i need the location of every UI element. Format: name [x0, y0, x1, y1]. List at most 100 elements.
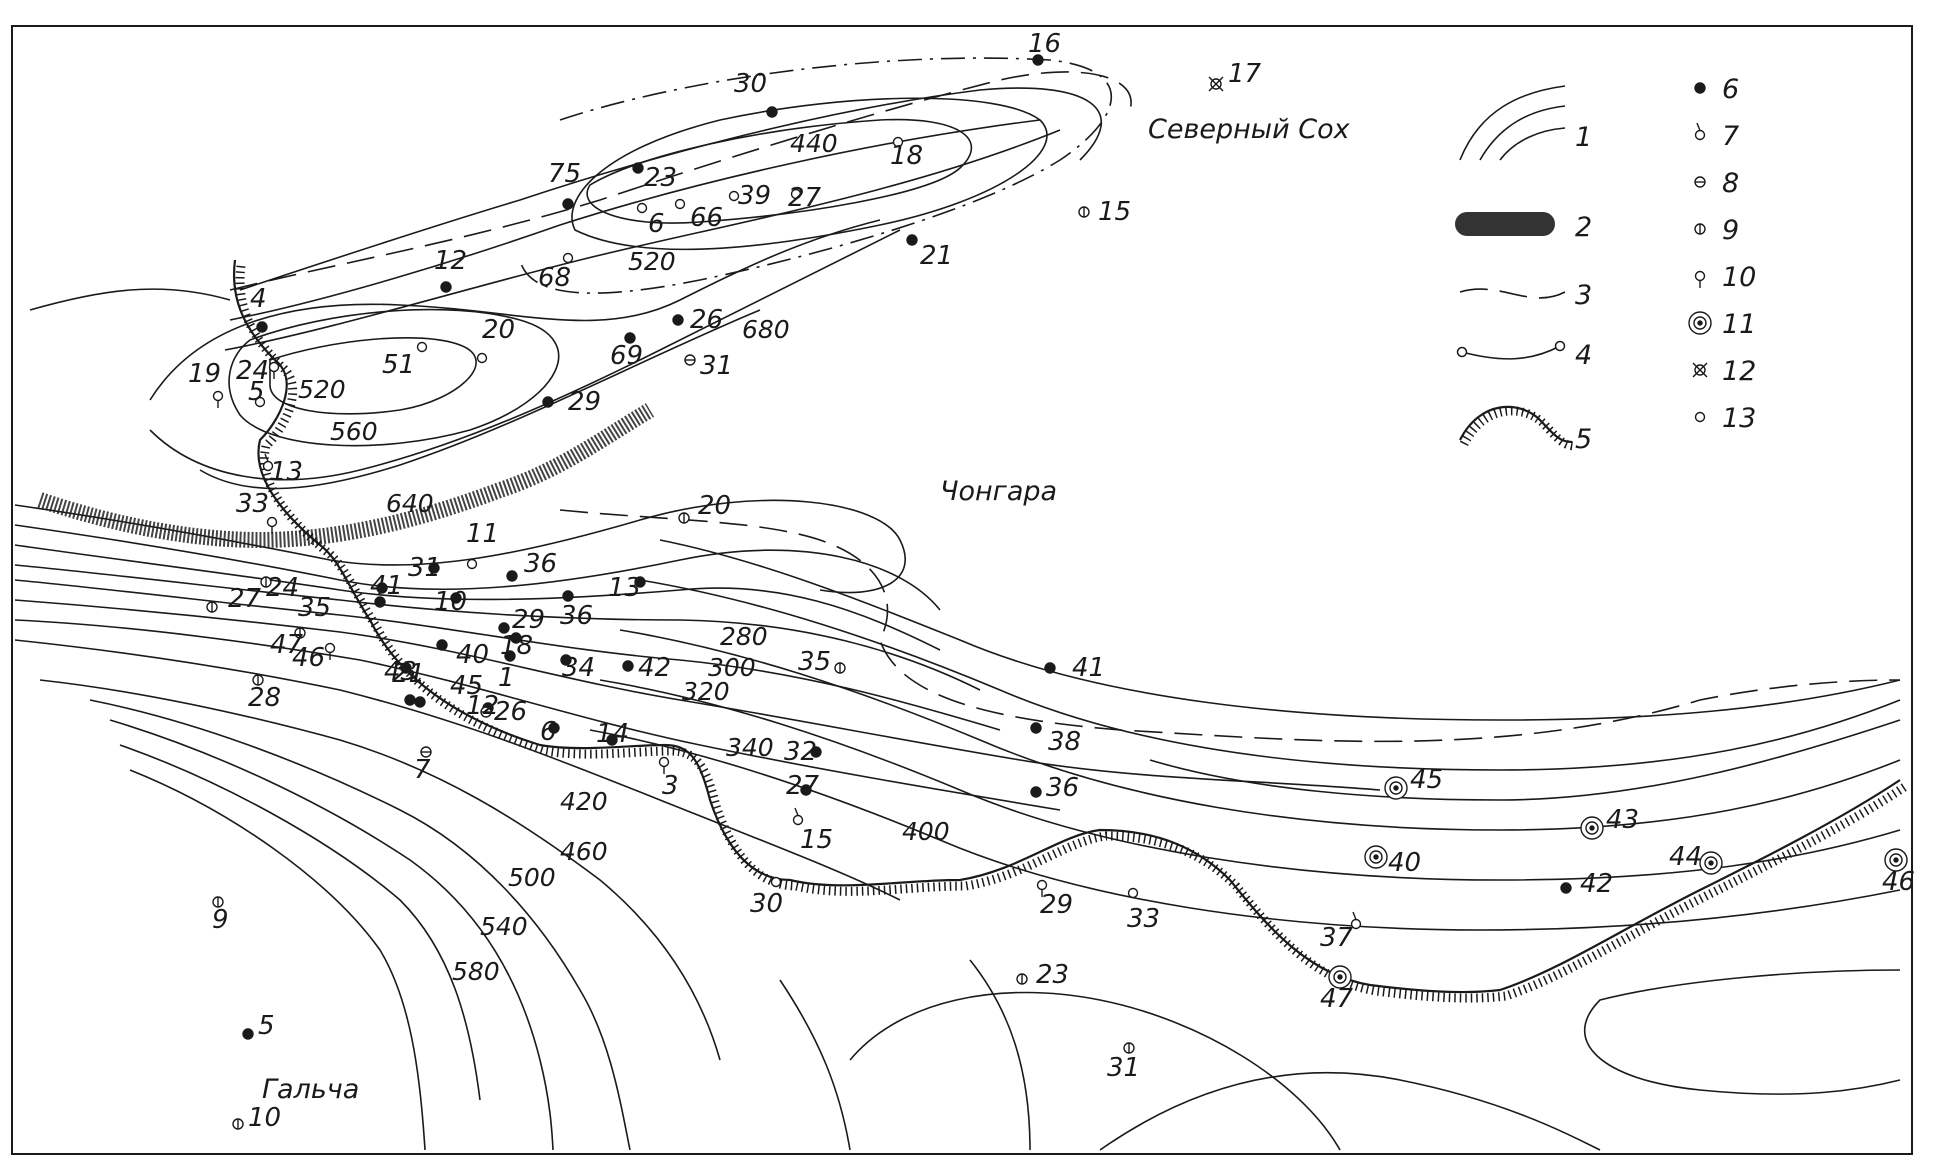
legend-symbol-label: 10 — [1722, 262, 1756, 293]
well-symbol — [268, 361, 280, 379]
well-label: 75 — [548, 159, 581, 189]
well-label: 36 — [524, 549, 557, 579]
legend-label-4: 4 — [1575, 340, 1592, 371]
well-symbol — [810, 746, 822, 758]
well-symbol — [266, 516, 278, 534]
well-label: 28 — [248, 683, 281, 713]
isoline-label: 500 — [508, 863, 556, 892]
well-label: 43 — [384, 657, 417, 687]
well-label: 38 — [1048, 727, 1081, 757]
well-label: 36 — [1046, 773, 1079, 803]
well-symbol — [212, 896, 224, 908]
well-symbol — [906, 234, 918, 246]
well-label: 26 — [494, 697, 527, 727]
isoline-label: 320 — [682, 677, 730, 706]
isoline-label: 300 — [708, 653, 756, 682]
well-symbol — [466, 558, 478, 570]
well-label: 5 — [258, 1011, 275, 1041]
isoline-label: 580 — [452, 957, 500, 986]
well-label: 7 — [414, 755, 431, 785]
place-name-south: Гальча — [262, 1074, 359, 1105]
legend-symbol — [1694, 176, 1706, 188]
isoline-label: 280 — [720, 622, 768, 651]
well-label: 3 — [662, 771, 679, 801]
well-symbol — [562, 252, 574, 264]
well-symbol — [252, 674, 264, 686]
well-label: 45 — [1410, 765, 1443, 795]
well-symbol — [1560, 882, 1572, 894]
well-symbol — [1032, 54, 1044, 66]
well-symbol — [800, 784, 812, 796]
well-label: 51 — [382, 350, 415, 380]
well-label: 43 — [1606, 805, 1639, 835]
well-symbol — [1384, 776, 1408, 800]
isoline-label: 340 — [726, 733, 774, 762]
well-symbol — [450, 592, 462, 604]
well-label: 18 — [890, 141, 923, 171]
well-label: 13 — [608, 573, 641, 603]
well-label: 4 — [250, 284, 267, 314]
well-symbol — [1127, 887, 1139, 899]
isoline-labels: 440 520 520 560 640 680 280 300 320 340 … — [298, 129, 950, 986]
well-symbol — [636, 202, 648, 214]
well-label: 34 — [562, 653, 595, 683]
well-label: 10 — [248, 1103, 281, 1133]
well-symbol — [792, 807, 804, 826]
well-symbol — [400, 662, 412, 674]
well-label: 20 — [482, 315, 515, 345]
legend-erosion-line — [1459, 405, 1573, 444]
well-label: 27 — [786, 771, 820, 801]
legend-line-1 — [1459, 85, 1566, 161]
erosion-boundary — [233, 259, 1909, 1003]
well-label: 29 — [512, 605, 545, 635]
well-label: 27 — [228, 584, 262, 614]
isoline-label: 680 — [742, 315, 790, 344]
legend-symbol — [1694, 270, 1706, 288]
well-label: 9 — [212, 905, 229, 935]
well-label: 47 — [1320, 984, 1354, 1014]
well-label: 13 — [270, 457, 303, 487]
well-label: 31 — [408, 553, 441, 583]
well-symbol — [510, 632, 522, 644]
well-label: 47 — [270, 630, 304, 660]
well-symbol — [1699, 851, 1723, 875]
isoline-label: 640 — [386, 489, 434, 518]
well-label: 23 — [644, 163, 677, 193]
legend-symbol — [1694, 122, 1706, 141]
well-symbol — [428, 562, 440, 574]
legend-label-1: 1 — [1575, 122, 1592, 153]
well-symbol — [324, 642, 336, 660]
well-label: 23 — [1036, 960, 1069, 990]
well-symbol — [476, 352, 488, 364]
well-symbol — [728, 190, 740, 202]
well-label: 32 — [784, 737, 817, 767]
well-symbol — [254, 396, 266, 408]
well-label: 33 — [236, 489, 269, 519]
well-symbol — [374, 596, 386, 608]
well-symbol — [404, 694, 416, 706]
legend-symbol-label: 8 — [1722, 168, 1739, 199]
well-label: 69 — [610, 341, 643, 371]
well-label: 46 — [1882, 867, 1915, 897]
well-symbol — [790, 188, 802, 200]
well-symbol — [562, 198, 574, 210]
well-symbol — [684, 354, 696, 366]
well-symbol — [770, 876, 782, 888]
well-label: 14 — [596, 719, 629, 749]
isoline-label: 420 — [560, 787, 608, 816]
well-label: 11 — [466, 519, 499, 549]
legend-symbol-label: 7 — [1722, 121, 1739, 152]
well-label: 24 — [266, 573, 299, 603]
well-label: 6 — [540, 717, 557, 747]
legend-label-3: 3 — [1575, 280, 1592, 311]
well-symbol — [1030, 722, 1042, 734]
isoline-label: 440 — [790, 129, 838, 158]
well-label: 44 — [1669, 842, 1702, 872]
well-label: 17 — [1228, 59, 1262, 89]
well-symbol — [416, 341, 428, 353]
well-label: 35 — [798, 647, 831, 677]
well-symbol — [376, 582, 388, 594]
